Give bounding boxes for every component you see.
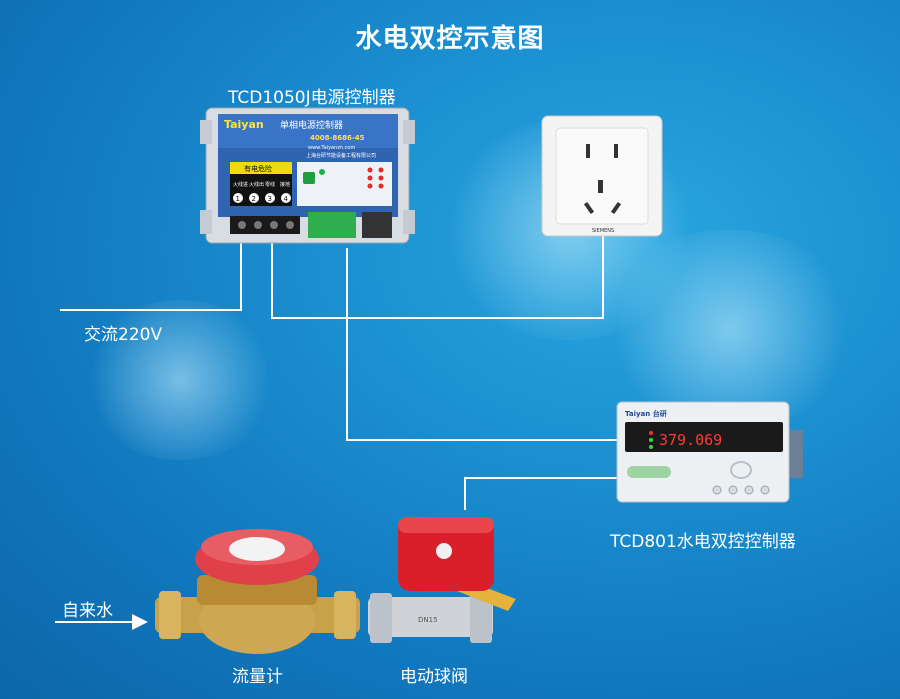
power-terminal-block [230, 216, 300, 234]
dual-controller-brand: Taiyan 台研 [625, 409, 667, 418]
terminal-number: 4 [284, 195, 289, 203]
terminal-label: 火线进 [233, 181, 248, 188]
terminal-label: 零线 [265, 181, 275, 188]
dual-controller-label: TCD801水电双控控制器 [610, 532, 796, 552]
water-inlet-arrow-head [132, 614, 148, 630]
electric-ball-valve-device: DN15 [368, 517, 516, 643]
flow-meter-device [155, 529, 360, 654]
water-inlet-label: 自来水 [62, 601, 113, 621]
control-wire-to-valve [464, 477, 630, 510]
power-controller-label: TCD1050J电源控制器 [228, 88, 396, 108]
dual-controller-display: 379.069 [659, 431, 722, 449]
background-glow [80, 300, 280, 460]
terminal-number: 3 [268, 195, 272, 203]
power-controller-company: 上海台研节能设备工程有限公司 [306, 152, 376, 159]
power-controller-device: Taiyan 单相电源控制器 4008-8686-45 www.Taiyanzn… [200, 107, 415, 244]
power-controller-website: www.Taiyanzn.com [308, 145, 355, 151]
terminal-label: 火线出 [249, 181, 264, 188]
terminal-number: 1 [236, 195, 240, 203]
power-controller-brand: Taiyan [224, 118, 264, 131]
ball-valve-label: 电动球阀 [400, 667, 468, 687]
background-glow [600, 230, 860, 430]
power-controller-hotline: 4008-8686-45 [310, 134, 365, 142]
control-wire-to-dual-controller [346, 248, 628, 441]
wall-socket: SIEMENS [541, 115, 663, 237]
page-title: 水电双控示意图 [355, 24, 545, 54]
dual-controller-device: Taiyan 台研 379.069 [616, 401, 803, 503]
terminal-label: 接地 [280, 181, 290, 188]
ac-input-label: 交流220V [84, 325, 163, 345]
control-terminal-block [308, 212, 356, 238]
valve-body-text: DN15 [418, 616, 438, 624]
test-button [303, 172, 315, 184]
ac-live-wire [60, 235, 242, 311]
socket-brand: SIEMENS [592, 228, 614, 234]
power-controller-product: 单相电源控制器 [280, 119, 343, 131]
power-controller-warning: 有电危险 [244, 164, 272, 173]
flow-meter-label: 流量计 [232, 667, 283, 687]
ac-neutral-wire [271, 235, 604, 319]
terminal-number: 2 [252, 195, 256, 203]
